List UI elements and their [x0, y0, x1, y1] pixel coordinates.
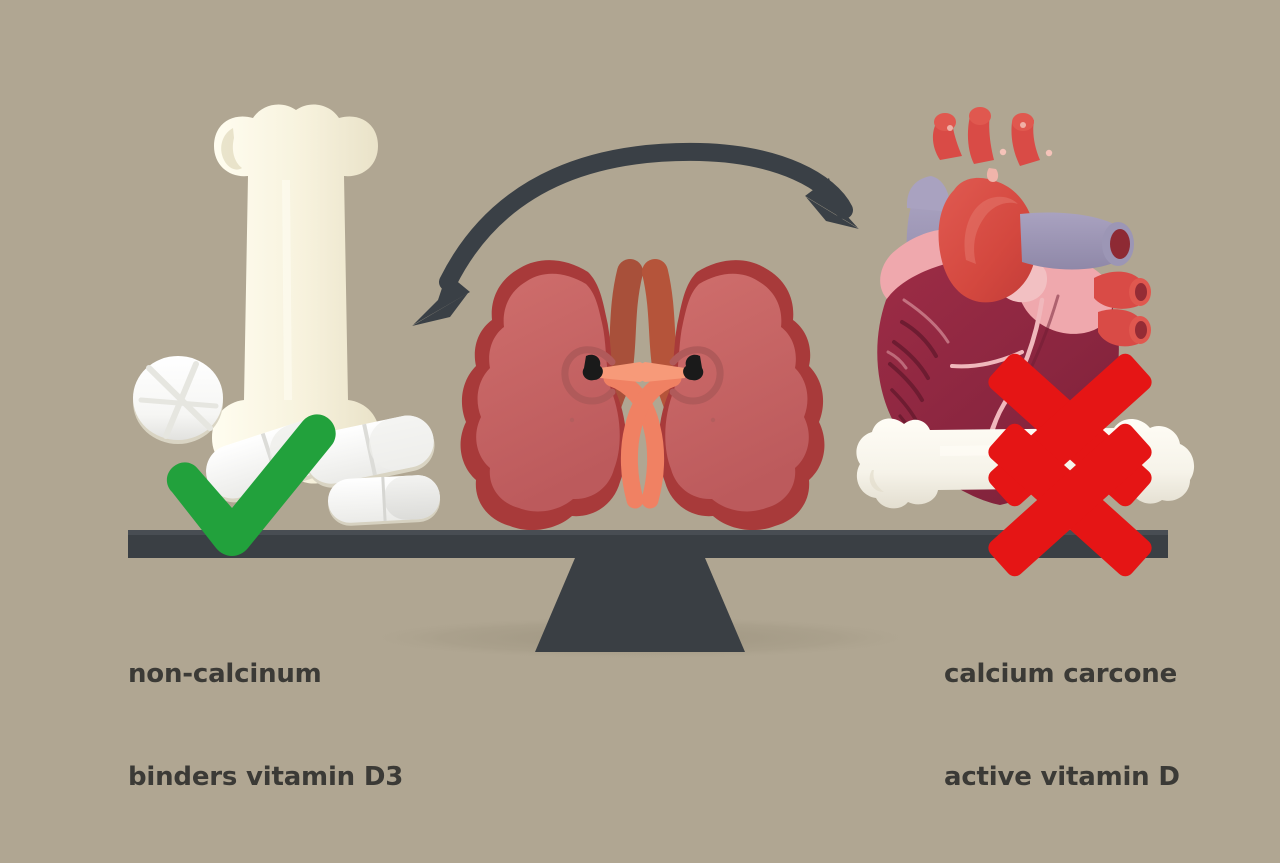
- pulmonary-vein-left-cap: [906, 176, 951, 212]
- bone-horizontal-shade: [869, 470, 884, 492]
- aorta-gloss-c: [986, 168, 999, 182]
- pulmonary-artery-lumen: [1110, 229, 1130, 259]
- kidney-left-speck: [569, 417, 575, 423]
- balance-beam-highlight: [128, 530, 1168, 535]
- arrow-head-right: [805, 178, 858, 228]
- fold-a: [900, 320, 938, 358]
- fold-b: [892, 340, 930, 380]
- vena-cava-lower-lumen: [1135, 321, 1147, 339]
- bone-shaft-highlight: [282, 180, 292, 400]
- branch-mid: [967, 114, 994, 164]
- cross-stroke-d: [988, 423, 1152, 577]
- branch-gloss-b: [1020, 122, 1026, 128]
- arrow-curve: [439, 142, 853, 291]
- arrow-head-left-fill: [412, 293, 468, 326]
- capsule-right: [327, 475, 441, 526]
- aortic-arch: [938, 177, 1037, 303]
- tablet-score-c: [138, 397, 219, 409]
- kidney-right-speck: [710, 417, 716, 423]
- caption-right-line1: calcium carcone: [944, 658, 1178, 689]
- branch-right: [1011, 120, 1040, 166]
- fold-c: [888, 362, 924, 402]
- vena-cava-upper: [1094, 271, 1142, 309]
- double-headed-curved-arrow: [412, 142, 859, 326]
- bone-top-shade: [221, 128, 242, 170]
- bone-vertical-shape: [212, 104, 380, 484]
- fold-light-b: [886, 350, 908, 370]
- check-icon: [166, 414, 336, 556]
- scene-illustration: [128, 104, 1195, 660]
- capsule-right-seam: [381, 476, 387, 521]
- renal-vessel-right: [625, 362, 685, 382]
- infographic-canvas: non-calcinum binders vitamin D3 calcium …: [128, 104, 1195, 792]
- tablet-score-b: [163, 361, 199, 439]
- capsule-mid-half: [368, 415, 434, 471]
- vena-cava-upper-lumen: [1135, 283, 1147, 301]
- ureter-left: [603, 369, 665, 509]
- kidney-right-hilum: [669, 346, 724, 405]
- caption-left-line2: binders vitamin D3: [128, 761, 404, 792]
- kidney-left: [460, 260, 627, 531]
- aorta-highlight: [964, 196, 1018, 264]
- caption-left: non-calcinum binders vitamin D3: [128, 588, 403, 863]
- kidney-right-body: [665, 273, 809, 512]
- tablet-round: [133, 356, 223, 444]
- fold-light-a: [902, 298, 950, 344]
- aorta-gloss-b: [1045, 149, 1053, 157]
- hilum-mark-left: [582, 354, 603, 381]
- kidney-left-body: [476, 273, 620, 512]
- capsule-mid: [305, 415, 435, 488]
- pulmonary-artery: [1020, 212, 1118, 270]
- caption-left-line1: non-calcinum: [128, 658, 322, 689]
- capsule-right-half: [383, 475, 440, 520]
- caption-right: calcium carcone active vitamin D: [944, 588, 1180, 863]
- kidney-left-hilum: [561, 346, 616, 405]
- caption-right-line2: active vitamin D: [944, 761, 1180, 792]
- balance-fulcrum: [535, 558, 745, 652]
- cross-icon: [988, 353, 1152, 577]
- hilum-mark-right: [683, 354, 704, 381]
- bone-vertical: [212, 104, 380, 484]
- aorta-gloss-a: [999, 148, 1007, 156]
- kidney-right: [658, 260, 825, 531]
- branch-gloss-a: [947, 125, 953, 131]
- kidneys-illustration: [460, 259, 825, 531]
- arrow-head-left: [413, 273, 470, 325]
- ureter-right: [620, 369, 682, 509]
- arrow-head-right-fill: [806, 197, 859, 229]
- branch-mid-tip: [969, 107, 991, 125]
